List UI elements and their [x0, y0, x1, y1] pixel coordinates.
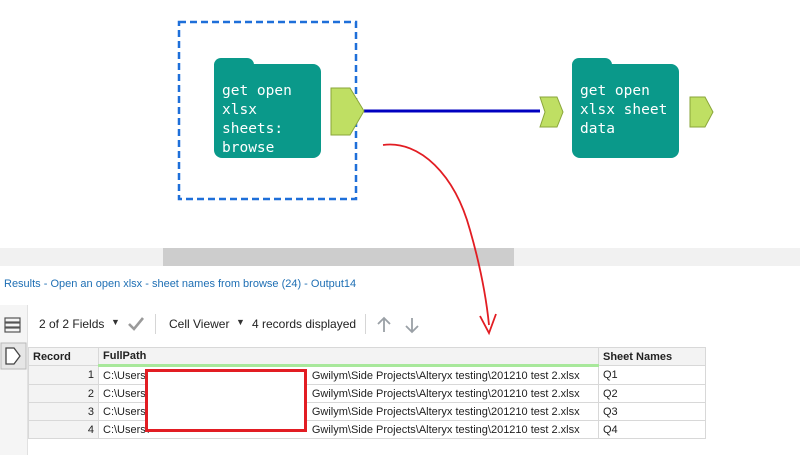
cell-viewer-dropdown[interactable]: Cell Viewer — [169, 317, 229, 331]
tool-get-open-xlsx-sheet-data[interactable]: get open xlsx sheet data — [572, 58, 679, 158]
table-row[interactable]: 3 C:\Users\Gwilym\Side Projects\Alteryx … — [29, 403, 706, 421]
results-side-rail — [0, 305, 28, 455]
redaction-box — [145, 369, 307, 432]
record-cell: 2 — [29, 385, 99, 403]
record-cell: 3 — [29, 403, 99, 421]
scrollbar-thumb[interactable] — [163, 248, 514, 266]
results-title: Results - Open an open xlsx - sheet name… — [4, 278, 356, 290]
table-row[interactable]: 2 C:\Users\Gwilym\Side Projects\Alteryx … — [29, 385, 706, 403]
column-header-sheet-names[interactable]: Sheet Names — [599, 348, 706, 366]
chevron-down-icon[interactable]: ▼ — [236, 317, 245, 327]
sheet-name-cell[interactable]: Q3 — [599, 403, 706, 421]
table-row[interactable]: 1 C:\Users\Gwilym\Side Projects\Alteryx … — [29, 366, 706, 385]
canvas-horizontal-scrollbar[interactable] — [0, 248, 800, 266]
stack-icon[interactable] — [5, 318, 20, 332]
output-anchor-2[interactable] — [690, 97, 713, 127]
input-anchor-2[interactable] — [540, 97, 563, 127]
arrow-down-icon[interactable] — [403, 316, 421, 334]
sheet-name-cell[interactable]: Q2 — [599, 385, 706, 403]
canvas-graphics — [0, 0, 800, 248]
results-table: Record FullPath Sheet Names 1 C:\Users\G… — [28, 347, 706, 439]
sheet-name-cell[interactable]: Q4 — [599, 421, 706, 439]
workflow-canvas[interactable]: get open xlsx sheets: browse get open xl… — [0, 0, 800, 248]
fields-dropdown[interactable]: 2 of 2 Fields — [39, 317, 104, 331]
column-header-record[interactable]: Record — [29, 348, 99, 366]
record-cell: 4 — [29, 421, 99, 439]
results-toolbar: 2 of 2 Fields ▼ Cell Viewer ▼ 4 records … — [28, 308, 800, 340]
output-anchor-1[interactable] — [331, 88, 364, 135]
chevron-down-icon[interactable]: ▼ — [111, 317, 120, 327]
record-cell: 1 — [29, 366, 99, 385]
tool-label: get open xlsx sheets: browse — [222, 82, 322, 158]
column-header-fullpath[interactable]: FullPath — [99, 348, 599, 366]
table-row[interactable]: 4 C:\Users\Gwilym\Side Projects\Alteryx … — [29, 421, 706, 439]
sheet-name-cell[interactable]: Q1 — [599, 366, 706, 385]
checkmark-icon[interactable] — [127, 316, 145, 332]
records-displayed: 4 records displayed — [252, 317, 356, 331]
tool-label: get open xlsx sheet data — [580, 82, 680, 139]
arrow-up-icon[interactable] — [375, 316, 393, 334]
table-header-row: Record FullPath Sheet Names — [29, 348, 706, 366]
tool-get-open-xlsx-sheets-browse[interactable]: get open xlsx sheets: browse — [214, 58, 321, 158]
